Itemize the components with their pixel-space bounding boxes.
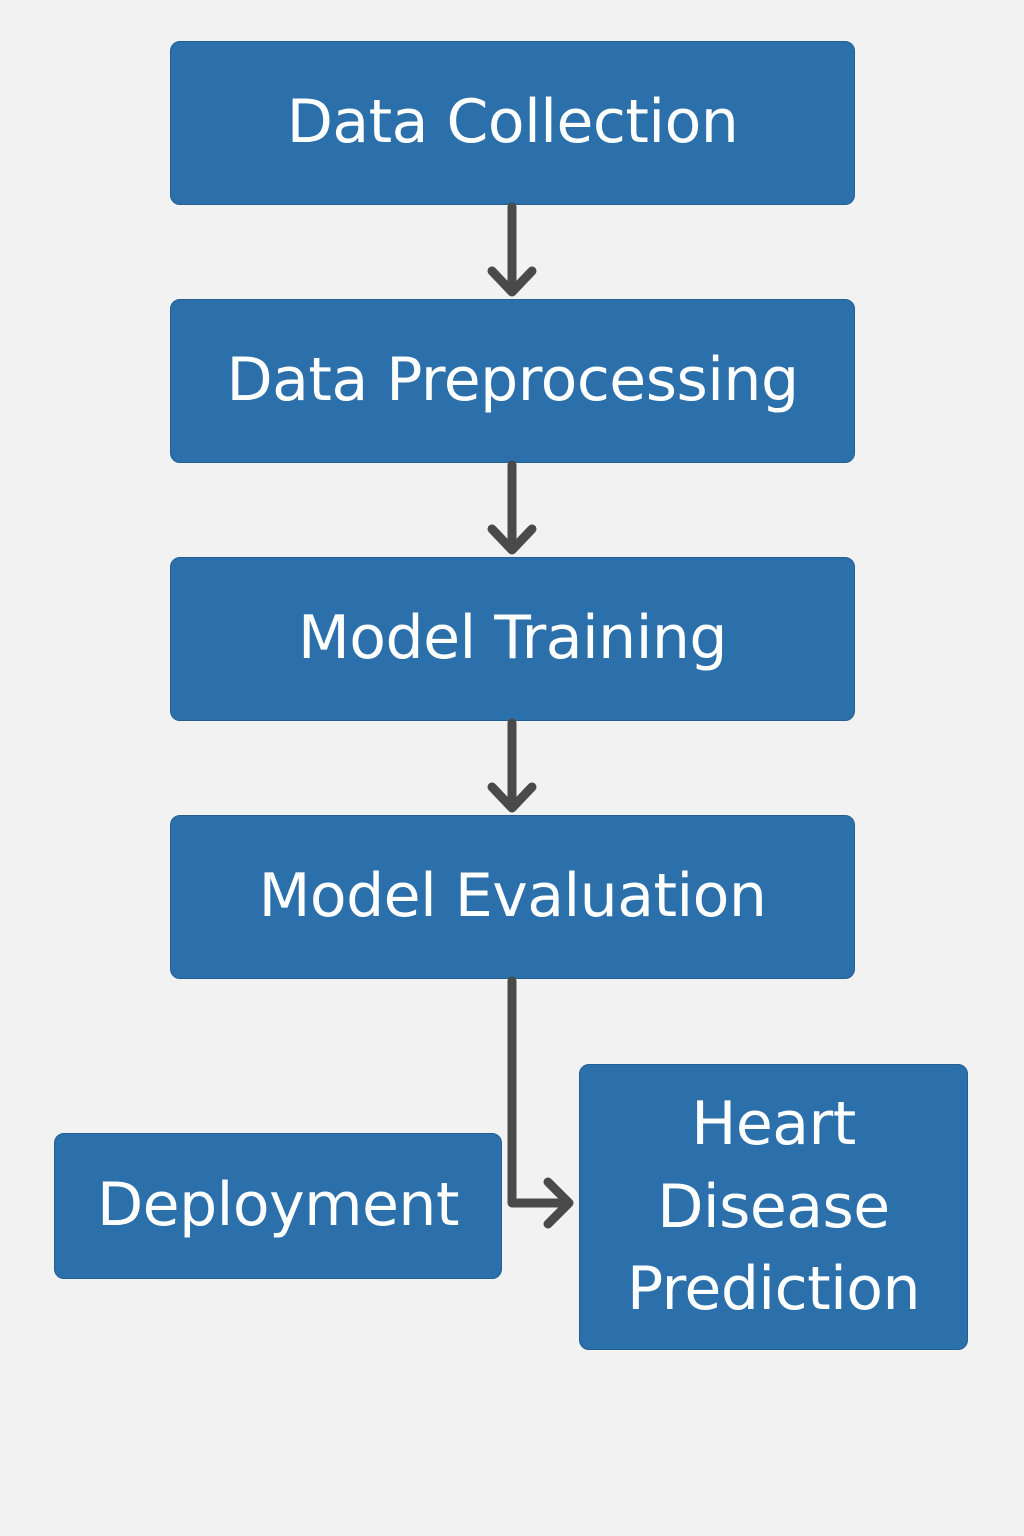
arrow-collection-to-preprocessing: [487, 202, 537, 297]
arrow-preprocessing-to-training: [487, 460, 537, 555]
arrow-training-to-evaluation: [487, 718, 537, 813]
model-evaluation-label: Model Evaluation: [258, 861, 767, 932]
model-evaluation-node: Model Evaluation: [170, 815, 855, 979]
model-training-node: Model Training: [170, 557, 855, 721]
heart-disease-prediction-label: Heart Disease Prediction: [626, 1088, 921, 1325]
data-preprocessing-label: Data Preprocessing: [226, 345, 799, 416]
deployment-label: Deployment: [96, 1170, 460, 1241]
arrow-evaluation-to-prediction: [507, 976, 574, 1229]
data-collection-label: Data Collection: [286, 87, 739, 158]
data-preprocessing-node: Data Preprocessing: [170, 299, 855, 463]
data-collection-node: Data Collection: [170, 41, 855, 205]
deployment-node: Deployment: [54, 1133, 502, 1279]
heart-disease-prediction-node: Heart Disease Prediction: [579, 1064, 968, 1350]
model-training-label: Model Training: [298, 603, 727, 674]
